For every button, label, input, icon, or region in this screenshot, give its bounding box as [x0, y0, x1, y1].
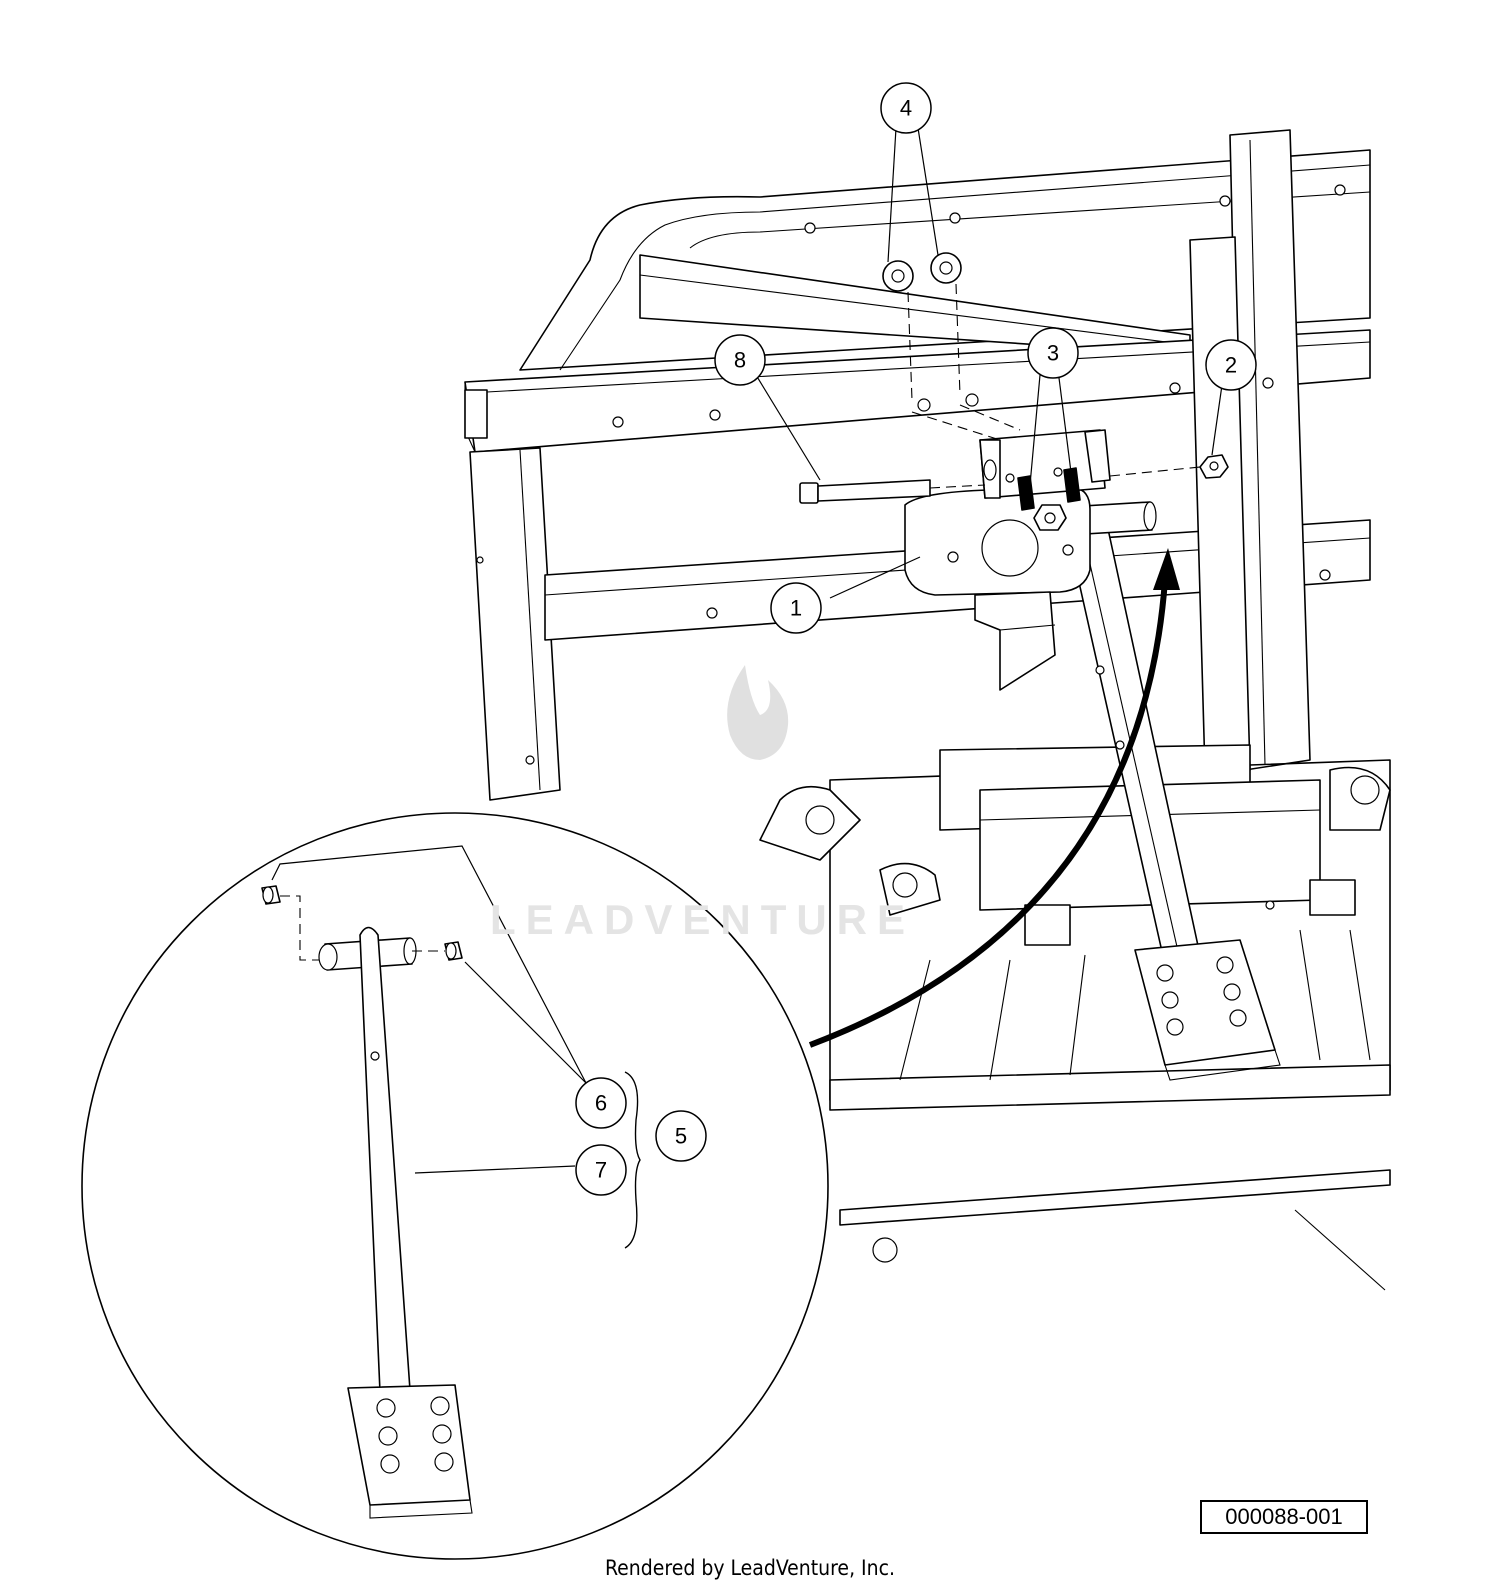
diagram-id-label: 000088-001: [1200, 1500, 1368, 1534]
leader-lines: [271, 127, 1223, 1174]
long-bolt: [799, 479, 986, 504]
frame-assembly: [464, 129, 1371, 801]
svg-text:8: 8: [734, 348, 746, 373]
bushing-left: [261, 885, 281, 905]
lower-linkage-assembly: [759, 744, 1391, 1291]
detail-view: [81, 812, 829, 1560]
svg-text:1: 1: [790, 596, 802, 621]
render-credit: Rendered by LeadVenture, Inc.: [605, 1556, 895, 1580]
svg-text:7: 7: [595, 1158, 607, 1183]
svg-text:6: 6: [595, 1091, 607, 1116]
installation-arrow: [808, 548, 1180, 1048]
pedal-arm: [347, 926, 473, 1519]
bushing-right: [444, 941, 463, 961]
watermark-text: LEADVENTURE: [490, 896, 916, 943]
svg-text:2: 2: [1225, 353, 1237, 378]
upper-clevis-bracket: [979, 429, 1111, 531]
svg-text:5: 5: [675, 1124, 687, 1149]
callout-2: 2: [1205, 339, 1257, 391]
callout-1: 1: [770, 582, 822, 634]
callout-6: 6: [575, 1077, 627, 1129]
flange-nuts: [882, 252, 1021, 441]
callout-5: 5: [655, 1110, 707, 1162]
svg-text:4: 4: [900, 96, 912, 121]
callout-8: 8: [714, 334, 766, 386]
svg-text:3: 3: [1047, 341, 1059, 366]
lock-nut: [1109, 454, 1229, 479]
callout-3: 3: [1027, 327, 1079, 379]
watermark-logo: [727, 665, 789, 760]
callout-7: 7: [575, 1144, 627, 1196]
callout-4: 4: [880, 82, 932, 134]
